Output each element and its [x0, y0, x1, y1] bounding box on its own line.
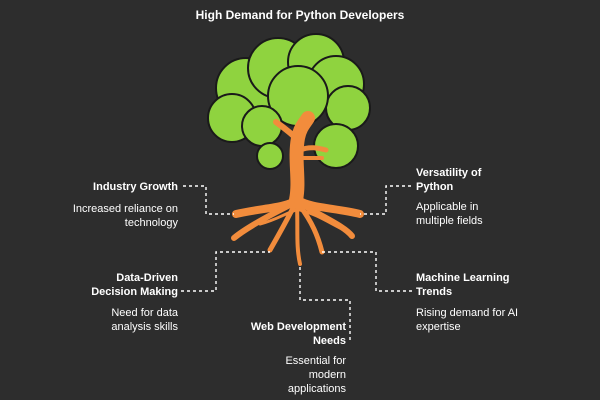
connector-data-driven — [181, 251, 270, 292]
diagram-title: High Demand for Python Developers — [195, 8, 405, 22]
node-versatility-description: Applicable in multiple fields — [416, 201, 483, 227]
node-industry-growth-description: Increased reliance on technology — [72, 203, 178, 229]
node-machine-learning-description: Rising demand for AI expertise — [416, 307, 519, 333]
node-data-driven-description: Need for data analysis skills — [111, 307, 178, 333]
node-data-driven-label: Data-Driven Decision Making — [91, 272, 178, 298]
node-web-development-description: Essential for modern applications — [285, 355, 346, 395]
node-versatility-label: Versatility of Python — [416, 167, 482, 193]
connector-versatility — [360, 185, 411, 215]
node-machine-learning-label: Machine Learning Trends — [416, 272, 510, 298]
connector-industry-growth — [183, 185, 234, 215]
connectors — [181, 185, 412, 340]
connector-machine-learning — [322, 251, 412, 292]
tree-foliage — [207, 33, 371, 170]
connector-web-development — [299, 264, 351, 340]
tree-trunk-roots — [231, 111, 364, 266]
node-industry-growth-label: Industry Growth — [93, 181, 178, 193]
node-web-development-label: Web Development Needs — [250, 321, 346, 347]
